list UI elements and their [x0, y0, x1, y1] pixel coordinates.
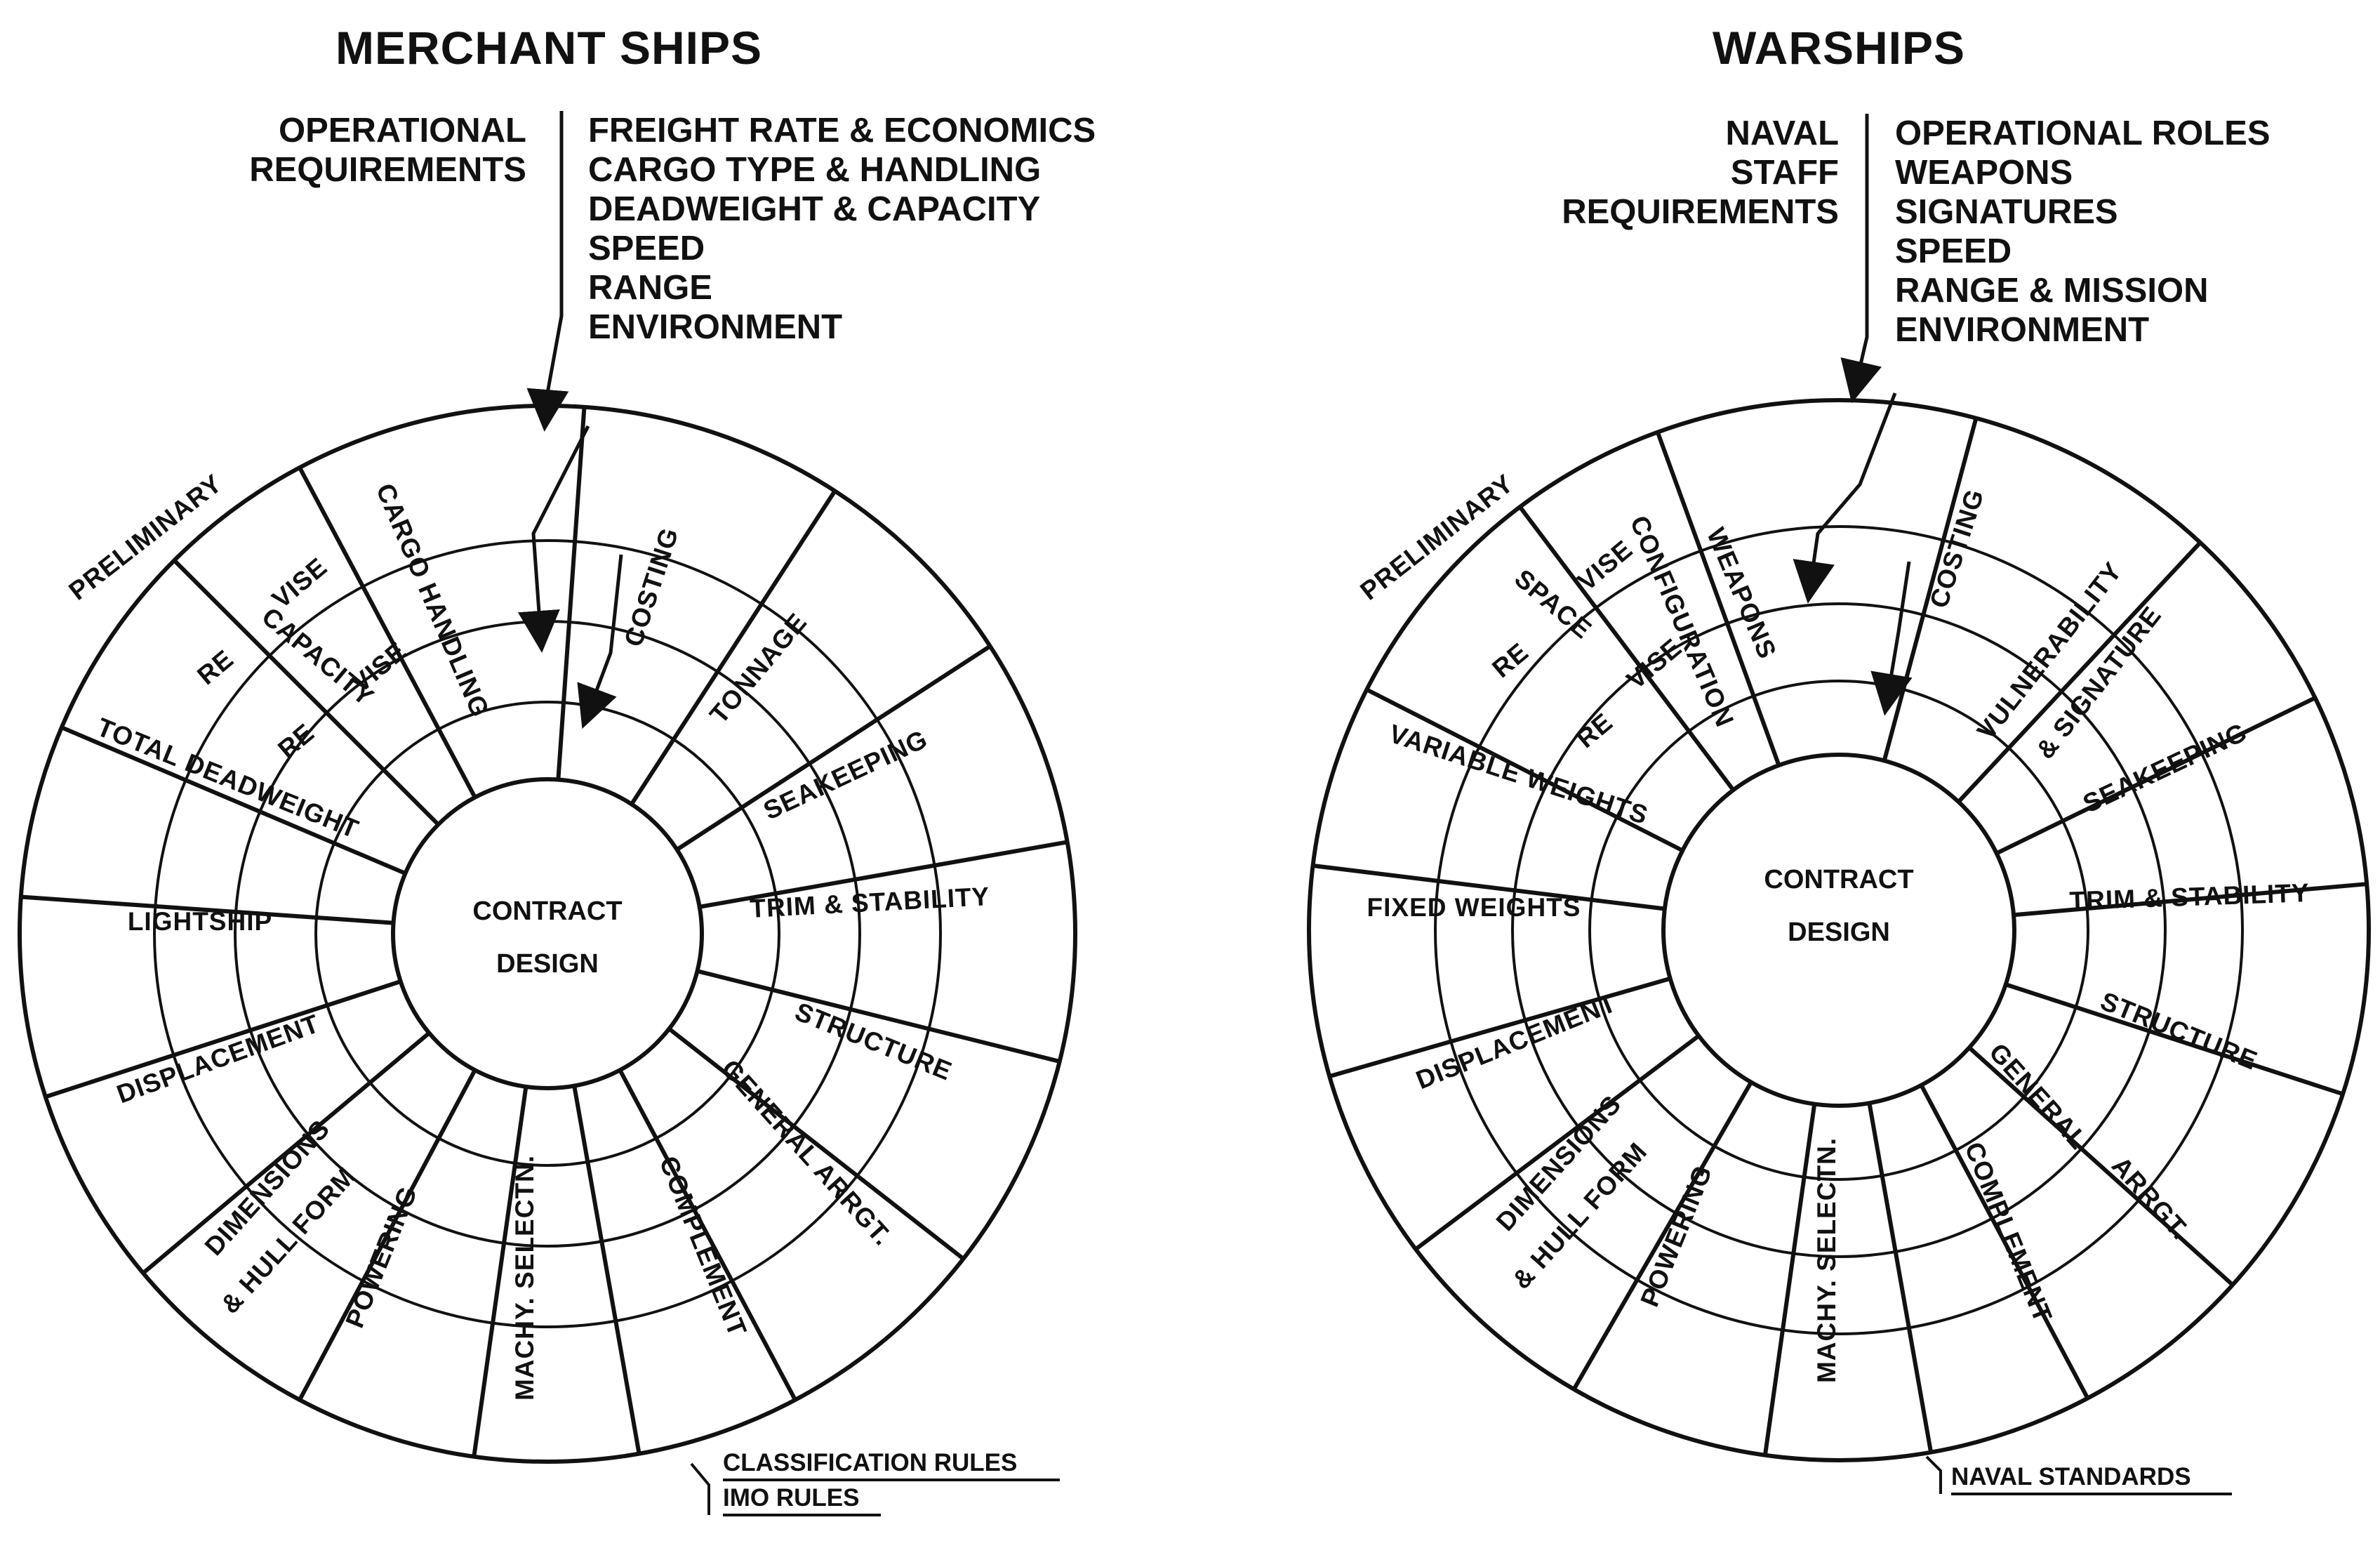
merchant-ships-title: MERCHANT SHIPS	[335, 22, 763, 74]
spoke-line	[1867, 1102, 1934, 1453]
label-structure: STRUCTURE	[791, 997, 956, 1086]
spoke-line	[1967, 1046, 2235, 1287]
spoke-line	[572, 1085, 641, 1455]
spoke-line	[472, 1086, 528, 1457]
merchant-preliminary-label: PRELIMINARY	[63, 469, 227, 606]
merchant-requirements-list: FREIGHT RATE & ECONOMICS CARGO TYPE & HA…	[588, 111, 1096, 347]
spoke-line	[1957, 541, 2202, 804]
label-re-2-w: RE	[1571, 708, 1618, 754]
label-dimensions-w: DIMENSIONS	[1491, 1090, 1627, 1236]
spoke-line	[699, 840, 1068, 909]
spoke-line	[2005, 982, 2344, 1097]
merchant-inner-circle	[391, 777, 704, 1090]
merchant-center-line1: CONTRACT	[472, 897, 622, 926]
requirement-item: FREIGHT RATE & ECONOMICS	[588, 112, 1096, 150]
label-total-deadweight: TOTAL DEADWEIGHT	[93, 713, 363, 844]
warship-center-line1: CONTRACT	[1764, 865, 1913, 894]
spoke-line	[696, 969, 1061, 1064]
spoke-line	[44, 979, 401, 1099]
label-weapons: WEAPONS	[1701, 524, 1782, 663]
warship-requirements-label: NAVAL STAFF REQUIREMENTS	[1562, 114, 1839, 231]
spoke-line	[1655, 431, 1781, 767]
merchant-center-line2: DESIGN	[496, 949, 599, 979]
spoke-line	[1312, 864, 1666, 911]
label-powering: POWERING	[340, 1182, 423, 1332]
merchant-imo-rules: IMO RULES	[723, 1484, 859, 1512]
requirement-item: RANGE & MISSION	[1895, 272, 2209, 310]
spoke-line	[675, 644, 992, 852]
spoke-line	[1919, 1084, 2090, 1400]
label-general-arrgt: GENERAL ARRGT.	[716, 1054, 898, 1251]
label-trim-stability-w: TRIM & STABILITY	[2069, 878, 2310, 915]
spoke-line	[630, 489, 837, 806]
merchant-spiral-arrow-2	[577, 554, 623, 729]
label-displacement: DISPLACEMENT	[113, 1009, 324, 1109]
requirement-item: ENVIRONMENT	[588, 308, 843, 346]
warship-spiral-arrow-1	[1793, 392, 1897, 604]
label-arrgt: ARRGT.	[2106, 1151, 2195, 1245]
spoke-line	[667, 1027, 965, 1261]
warship-spiral-arrow-2	[1870, 561, 1913, 716]
spoke-line	[142, 1031, 431, 1275]
label-lightship: LIGHTSHIP	[128, 907, 272, 936]
warship-wheel	[1307, 114, 2371, 1462]
label-trim-stability: TRIM & STABILITY	[749, 882, 990, 923]
spoke-line	[1414, 1034, 1701, 1251]
merchant-spiral-arrow-1	[517, 425, 590, 653]
label-complement-w: COMPLEMENT	[1959, 1138, 2057, 1327]
spoke-line	[20, 894, 394, 925]
label-powering-w: POWERING	[1635, 1161, 1717, 1311]
label-re-1: RE	[192, 644, 239, 691]
requirement-item: SIGNATURES	[1895, 193, 2118, 231]
warship-requirements-arrow	[1840, 114, 1882, 404]
spoke-line	[1571, 1081, 1753, 1391]
label-general: GENERAL	[1983, 1038, 2093, 1155]
requirement-item: SPEED	[1895, 232, 2012, 270]
merchant-requirements-label: OPERATIONAL REQUIREMENTS	[249, 112, 526, 189]
label-re-1-w: RE	[1487, 637, 1534, 684]
warship-center-line2: DESIGN	[1788, 918, 1890, 947]
requirement-item: RANGE	[588, 269, 712, 307]
merchant-requirements-arrow	[526, 111, 569, 432]
merchant-spokes	[20, 406, 1068, 1457]
merchant-wheel	[18, 111, 1077, 1464]
spoke-line	[2013, 882, 2367, 918]
merchant-classification-rules: CLASSIFICATION RULES	[723, 1449, 1017, 1476]
spoke-line	[1518, 505, 1735, 792]
warship-outer-ring	[1307, 398, 2371, 1462]
spoke-line	[173, 559, 440, 826]
label-variable-weights: VARIABLE WEIGHTS	[1385, 719, 1651, 830]
label-costing: COSTING	[618, 524, 684, 650]
warship-requirements-list: OPERATIONAL ROLES WEAPONS SIGNATURES SPE…	[1895, 114, 2271, 350]
label-fixed-weights: FIXED WEIGHTS	[1367, 893, 1581, 922]
label-cargo-handling: CARGO HANDLING	[371, 480, 495, 722]
spoke-line	[556, 406, 587, 780]
warships-title: WARSHIPS	[1713, 22, 1966, 74]
spoke-line	[60, 725, 406, 875]
requirement-item: OPERATIONAL ROLES	[1895, 114, 2271, 152]
label-machy-selectn: MACHY. SELECTN.	[510, 1155, 539, 1401]
label-dimensions: DIMENSIONS	[199, 1114, 335, 1261]
spoke-line	[1995, 696, 2316, 856]
spoke-line	[298, 1069, 477, 1401]
requirement-item: SPEED	[588, 230, 705, 267]
requirement-item: CARGO TYPE & HANDLING	[588, 151, 1042, 189]
spoke-line	[298, 466, 477, 799]
label-costing-w: COSTING	[1924, 485, 1989, 611]
label-re-2: RE	[272, 718, 319, 765]
warship-spokes	[1312, 417, 2367, 1456]
label-machy-selectn-w: MACHY. SELECTN.	[1812, 1137, 1841, 1383]
label-seakeeping-w: SEAKEEPING	[2079, 717, 2252, 819]
warship-naval-standards: NAVAL STANDARDS	[1951, 1463, 2191, 1490]
spoke-line	[1329, 977, 1671, 1078]
requirement-item: WEAPONS	[1895, 154, 2073, 192]
requirement-item: ENVIRONMENT	[1895, 311, 2150, 349]
spoke-line	[1762, 1104, 1817, 1456]
spoke-line	[1365, 687, 1684, 853]
warship-inner-circle	[1661, 753, 2016, 1108]
spoke-line	[618, 1069, 797, 1401]
requirement-item: DEADWEIGHT & CAPACITY	[588, 190, 1041, 228]
